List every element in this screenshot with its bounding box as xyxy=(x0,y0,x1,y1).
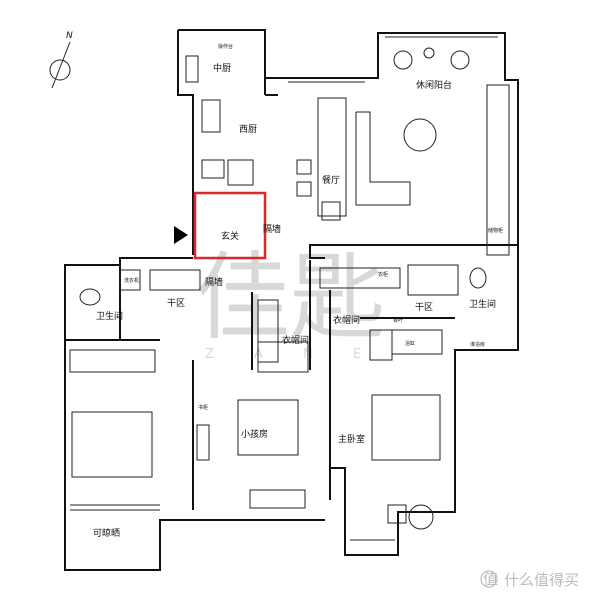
label-wardrobe: 衣柜 xyxy=(378,271,388,278)
label-bathroom-right: 卫生间 xyxy=(469,298,496,310)
dining-table xyxy=(317,97,347,217)
label-closet-small: 衣帽间 xyxy=(282,334,309,346)
master-bed xyxy=(371,394,441,461)
svg-text:Z A N E: Z A N E xyxy=(205,347,379,362)
site-watermark: 值 什么值得买 xyxy=(480,570,579,589)
label-leisure-balcony: 休闲阳台 xyxy=(416,79,452,91)
svg-text:值: 值 xyxy=(483,570,498,588)
svg-text:佳匙: 佳匙 xyxy=(195,243,385,353)
label-closet-master: 衣帽间 xyxy=(333,314,360,326)
svg-text:N: N xyxy=(66,31,73,41)
left-bed xyxy=(71,411,153,478)
coffee-table xyxy=(403,118,437,152)
bathtub xyxy=(391,329,443,355)
label-bookcase: 书柜 xyxy=(198,404,208,411)
label-chinese-kitchen: 中厨 xyxy=(213,62,231,74)
label-washer: 洗衣机 xyxy=(124,277,139,284)
label-shutter: 百叶 xyxy=(393,317,403,324)
label-partition-wall-2: 隔墙 xyxy=(205,276,223,288)
entry-arrow-icon xyxy=(174,226,188,244)
entrance-highlight xyxy=(193,191,267,260)
label-dining: 餐厅 xyxy=(322,174,340,186)
label-dry-area-right: 干区 xyxy=(415,302,433,313)
storage-cabinet xyxy=(486,84,510,256)
label-western-kitchen: 西厨 xyxy=(239,124,257,135)
label-prep-counter: 操作台 xyxy=(218,43,233,50)
north-compass-icon: N xyxy=(49,31,73,89)
watermark-logo: 佳匙 Z A N E xyxy=(195,243,385,362)
label-storage-cabinet: 储物柜 xyxy=(488,227,503,234)
label-master-bedroom: 主卧室 xyxy=(338,433,365,445)
label-kids-room: 小孩房 xyxy=(241,428,268,440)
svg-text:什么值得买: 什么值得买 xyxy=(504,571,579,589)
label-bathtub: 浴缸 xyxy=(405,340,415,347)
furniture xyxy=(69,47,510,530)
label-drying-balcony: 可晾晒 xyxy=(93,527,120,539)
label-dry-area-left: 干区 xyxy=(167,298,185,309)
label-shower: 淋浴房 xyxy=(470,341,485,348)
kids-bed xyxy=(237,399,299,456)
label-bathroom-left: 卫生间 xyxy=(96,310,123,322)
sofa xyxy=(355,111,411,206)
label-partition-wall-1: 隔墙 xyxy=(263,223,281,235)
label-entrance: 玄关 xyxy=(221,230,239,242)
walls xyxy=(64,29,519,571)
